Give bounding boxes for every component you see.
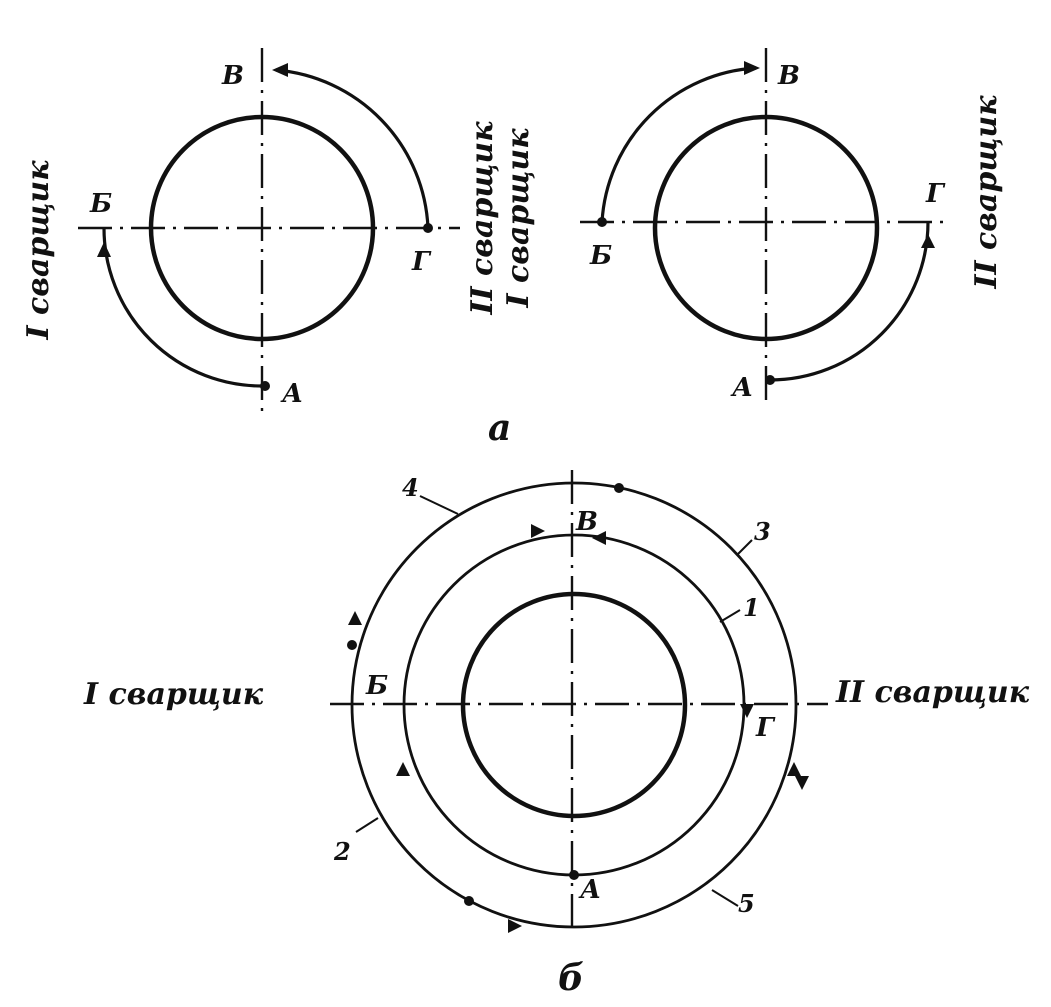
point-label-g: Г bbox=[411, 247, 432, 277]
point-label-g: Г bbox=[925, 179, 946, 209]
arrow-icon bbox=[531, 524, 545, 538]
point-label-a: А bbox=[578, 875, 601, 905]
weld-arc-welder-1 bbox=[102, 227, 265, 388]
arrow-icon bbox=[787, 762, 801, 776]
pass-number-2: 2 bbox=[333, 837, 351, 866]
caption-b: б bbox=[558, 957, 584, 999]
arrow-icon bbox=[744, 61, 760, 75]
pass-number-1: 1 bbox=[743, 593, 760, 622]
point-b-dot bbox=[597, 217, 607, 227]
arrow-icon bbox=[348, 611, 362, 625]
pass-number-5: 5 bbox=[738, 889, 755, 918]
leader-line bbox=[355, 817, 379, 833]
point-g-dot bbox=[423, 223, 433, 233]
arrow-icon bbox=[795, 776, 809, 790]
arrow-icon bbox=[508, 919, 522, 933]
arrow-icon bbox=[97, 242, 111, 257]
leader-line bbox=[719, 609, 741, 623]
arrow-icon bbox=[592, 531, 606, 545]
welder-1-label: I сварщик bbox=[21, 160, 56, 341]
point-label-v: В bbox=[777, 61, 800, 91]
point-a-dot bbox=[569, 870, 579, 880]
pipe-circle bbox=[460, 591, 688, 819]
point-label-v: В bbox=[221, 61, 244, 91]
welder-2-label: II сварщик bbox=[835, 675, 1030, 710]
pass-number-3: 3 bbox=[754, 517, 771, 546]
figure-a-right: В Б Г А I сварщик II сварщик bbox=[501, 48, 1004, 404]
arrow-icon bbox=[272, 63, 288, 77]
pass-start-dot bbox=[614, 483, 624, 493]
welder-2-label: II сварщик bbox=[969, 95, 1004, 290]
point-label-a: А bbox=[730, 373, 753, 403]
point-label-a: А bbox=[280, 379, 303, 409]
weld-arc-welder-1 bbox=[600, 66, 757, 223]
pass-start-dot bbox=[464, 896, 474, 906]
arrow-icon bbox=[740, 704, 754, 718]
figure-b: В Б Г А 1 2 3 4 5 I сварщик II сварщик bbox=[83, 470, 1030, 935]
caption-a: а bbox=[488, 407, 511, 449]
welder-1-label: I сварщик bbox=[83, 677, 264, 712]
leader-line bbox=[711, 889, 739, 907]
welder-1-label: I сварщик bbox=[501, 128, 536, 309]
arrow-icon bbox=[921, 234, 935, 248]
arrow-icon bbox=[396, 762, 410, 776]
point-a-dot bbox=[765, 375, 775, 385]
point-a-dot bbox=[260, 381, 270, 391]
point-label-b: Б bbox=[589, 241, 612, 271]
point-label-g: Г bbox=[755, 713, 776, 743]
welder-2-label: II сварщик bbox=[465, 121, 500, 316]
point-label-b: Б bbox=[89, 189, 112, 219]
point-label-b: Б bbox=[365, 671, 388, 701]
weld-arc-welder-2 bbox=[275, 68, 430, 229]
weld-pass-ring-2 bbox=[350, 481, 798, 929]
leader-line bbox=[419, 495, 459, 515]
pass-start-dot bbox=[347, 640, 357, 650]
pipe-circle bbox=[652, 114, 880, 342]
pipe-circle bbox=[148, 114, 376, 342]
figure-a-left: В Б Г А I сварщик II сварщик bbox=[21, 48, 500, 412]
pass-number-4: 4 bbox=[402, 473, 419, 502]
point-label-v: В bbox=[575, 507, 598, 537]
leader-line bbox=[737, 539, 753, 555]
weld-arc-welder-2 bbox=[769, 221, 930, 382]
